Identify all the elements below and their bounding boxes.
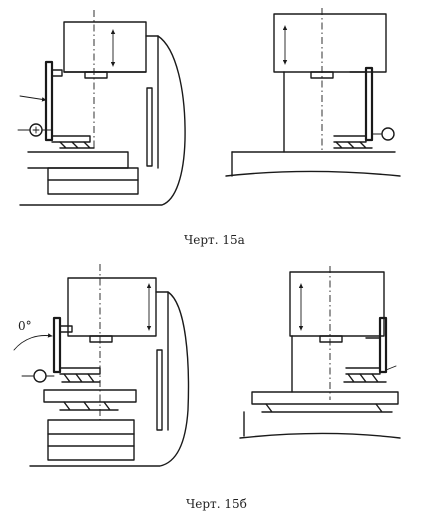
bracket-feet-b xyxy=(61,373,101,383)
angle-mark: 0° xyxy=(18,319,32,333)
pointer-arrow-b xyxy=(13,333,53,351)
column-guide xyxy=(146,87,153,167)
caption-fig-15b: Черт. 15б xyxy=(186,497,247,511)
fig-15a-left-view xyxy=(17,10,186,206)
table-base-b xyxy=(47,419,135,461)
bracket-feet-right xyxy=(333,141,373,149)
machine-outline xyxy=(19,35,186,206)
column-guide-b xyxy=(156,349,163,431)
table-base xyxy=(47,167,139,195)
bracket-arm xyxy=(51,135,91,143)
fig-15a-right-view xyxy=(225,8,401,177)
caption-fig-15a: Черт. 15а xyxy=(184,233,245,247)
dial-indicator-b xyxy=(33,369,47,383)
spindle-head xyxy=(63,21,147,73)
spindle-nose-right xyxy=(310,71,334,79)
spindle-nose-b xyxy=(89,335,113,343)
bracket-feet xyxy=(59,141,95,149)
spindle-head-b xyxy=(67,277,157,337)
figure-15b: 0° Черт. 15б xyxy=(13,264,401,511)
dial-indicator-right xyxy=(381,127,395,141)
indicator-bracket xyxy=(44,60,54,142)
table-edge-right xyxy=(225,170,401,177)
bracket-arm-b-right xyxy=(345,367,381,375)
spindle-nose xyxy=(84,71,108,79)
figure-15a: Черт. 15а xyxy=(17,8,401,247)
fig-15b-right-view xyxy=(239,266,401,439)
indicator-bracket-right xyxy=(364,66,374,142)
table-edge-b-right xyxy=(239,432,401,439)
bracket-arm-b xyxy=(59,367,101,375)
work-table-b-right xyxy=(251,391,399,405)
support-blocks-b xyxy=(59,401,119,411)
work-table xyxy=(27,151,129,169)
machine-outline-b xyxy=(29,291,190,467)
spindle-head-b-right xyxy=(289,271,385,337)
spindle-head-right xyxy=(273,13,387,73)
indicator-bracket-b-right xyxy=(378,316,388,374)
work-table-b xyxy=(43,389,137,403)
bracket-arm-right xyxy=(333,135,367,143)
support-blocks-b-right xyxy=(261,403,393,413)
spindle-nose-b-right xyxy=(319,335,343,343)
fig-15b-left-view: 0° xyxy=(13,264,190,467)
bracket-feet-b-right xyxy=(343,373,387,383)
pointer-arrow xyxy=(19,95,47,102)
indicator-bracket-b xyxy=(52,316,62,374)
